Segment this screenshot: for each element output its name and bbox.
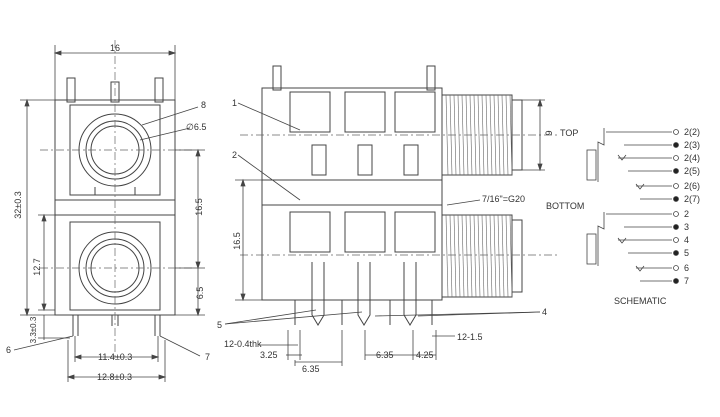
dim-front-height: 32±0.3 [13,191,23,219]
thread-line [509,94,513,176]
thread-line [457,214,461,298]
dim-pin-thickness: 12-0.4thk [224,339,262,349]
dim-thread: 7/16"=G20 [482,194,525,204]
dim-jack-diameter: ∅6.5 [186,122,207,132]
dim-6-35-b: 6.35 [376,350,394,360]
dim-pin-span: 11.4±0.3 [98,352,133,362]
front-top-pin-left [66,77,76,103]
thread-line [501,214,505,298]
top-pin-label: 2(7) [684,194,701,204]
bottom-pin-label: 5 [684,248,690,258]
bottom-pin-label: 4 [684,235,690,245]
dim-front-6-5: 6.5 [195,286,205,300]
bottom-pin-label: 7 [684,276,690,286]
callout-6: 6 [6,345,12,355]
dim-pin-hole: 12-1.5 [457,332,483,342]
front-top-pin-right [154,77,164,103]
dim-4-25: 4.25 [416,350,434,360]
top-pin-label: 2(5) [684,166,701,176]
bottom-pin-label: 6 [684,263,690,273]
thread-line [473,214,477,298]
top-pin-label: 2(3) [684,140,701,150]
thread-line [489,214,493,298]
bottom-pin-label: 2 [684,209,690,219]
front-top-pin-mid [110,81,120,103]
thread-line [465,214,469,298]
thread-line [477,94,481,176]
schematic-bottom-label: BOTTOM [546,201,585,211]
thread-line [461,94,465,176]
thread-line [477,214,481,298]
callout-2: 2 [232,150,238,160]
dim-base-width: 12.8±0.3 [97,372,132,382]
side-body [261,87,443,301]
dim-front-12-7: 12.7 [32,258,42,276]
thread-line [445,214,449,298]
dim-6-35-a: 6.35 [302,364,320,374]
dim-side-9: 9 [544,130,554,136]
callout-4: 4 [542,307,548,317]
callout-1: 1 [232,98,238,108]
top-pin-label: 2(4) [684,153,701,163]
callout-7: 7 [205,352,211,362]
lower-thread [441,214,513,298]
thread-line [449,214,453,298]
thread-line [453,214,457,298]
thread-line [481,214,485,298]
thread-line [445,94,449,176]
thread-line [493,94,497,176]
callout-8: 8 [201,100,207,110]
schematic-title: SCHEMATIC [614,296,667,306]
bottom-pin-label: 3 [684,222,690,232]
top-pin-label: 2(2) [684,127,701,137]
thread-line [485,214,489,298]
dim-side-16-5: 16.5 [232,232,242,250]
thread-line [497,214,501,298]
dim-front-16-5: 16.5 [194,198,204,216]
schematic-lines [586,128,672,282]
thread-line [509,214,513,298]
dim-front-width: 16 [110,43,121,53]
dim-3-25: 3.25 [260,350,278,360]
callout-5: 5 [217,320,223,330]
thread-line [493,214,497,298]
schematic-top-label: TOP [560,128,579,138]
thread-line [461,214,465,298]
thread-line [505,214,509,298]
dim-front-3-3: 3.3±0.3 [29,316,38,344]
thread-line [469,214,473,298]
top-pin-label: 2(6) [684,181,701,191]
